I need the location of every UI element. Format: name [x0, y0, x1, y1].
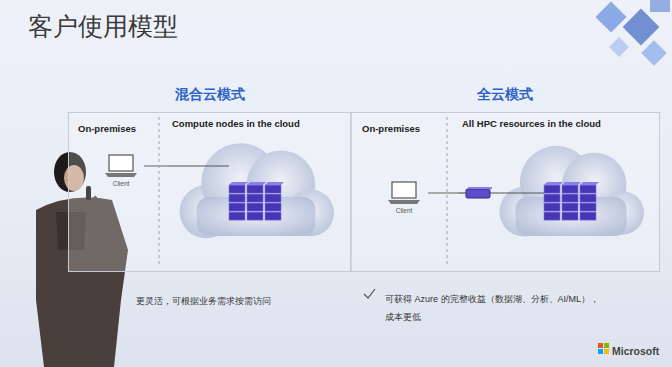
server-top — [562, 182, 581, 185]
mode-panel: 全云模式 Client All HPC resources in the cloud — [350, 82, 660, 272]
server-unit — [265, 212, 281, 220]
laptop-icon — [101, 152, 141, 180]
check-mark — [364, 289, 375, 298]
benefit-note: 更灵活，可根据业务需求按需访问 — [136, 296, 271, 306]
server-top — [265, 182, 284, 185]
label-box: On-premises — [362, 118, 420, 136]
cloud-base — [197, 197, 316, 236]
server-unit — [580, 203, 596, 211]
server-unit — [544, 203, 560, 211]
column-header: Compute nodes in the cloud — [168, 118, 342, 129]
label-box: 可获得 Azure 的完整收益（数据湖、分析、AI/ML）， 成本更低 — [385, 288, 610, 324]
device-label: Client — [396, 207, 413, 214]
server-unit — [229, 194, 245, 202]
server-unit — [562, 212, 578, 220]
wire — [458, 192, 466, 193]
mode-panel: 混合云模式 Client Compute nodes in the cloud — [68, 82, 352, 272]
device-label: Client — [113, 180, 130, 187]
corner-decoration — [595, 0, 670, 66]
client-device: Client — [380, 177, 428, 225]
server-unit — [229, 212, 245, 220]
panel-heading: 全云模式 — [350, 82, 660, 104]
server-unit — [562, 185, 578, 193]
server-unit — [247, 212, 263, 220]
cloud-shape — [499, 146, 644, 237]
logo-square — [604, 349, 609, 354]
microsoft-logo — [598, 343, 609, 354]
server-top — [544, 182, 563, 185]
head-node-device — [466, 187, 492, 198]
server-unit — [247, 203, 263, 211]
label-box: 更灵活，可根据业务需求按需访问 — [136, 290, 271, 308]
cloud-shape — [180, 143, 334, 238]
server-unit — [229, 203, 245, 211]
deco-tile — [650, 0, 670, 12]
server-top — [247, 182, 266, 185]
client-device: Client — [98, 150, 144, 196]
title-box: 客户使用模型 — [28, 10, 178, 43]
deco-tile — [641, 40, 666, 65]
server-racks — [229, 182, 284, 220]
server-racks — [544, 182, 599, 220]
deco-tile — [595, 1, 626, 32]
server-unit — [544, 194, 560, 202]
label-box: Microsoft — [612, 341, 659, 359]
cloud-illustration — [168, 136, 342, 258]
server-unit — [580, 194, 596, 202]
server-top — [229, 182, 248, 185]
deco-tile — [609, 37, 629, 57]
label-box: On-premises — [78, 118, 136, 136]
logo-square — [604, 343, 609, 348]
column-header: All HPC resources in the cloud — [458, 118, 652, 129]
laptop-icon — [384, 179, 424, 207]
cloud-base — [516, 197, 627, 236]
cloud-node: Compute nodes in the cloud — [168, 118, 342, 258]
server-unit — [265, 185, 281, 193]
server-unit — [562, 203, 578, 211]
laptop-screen — [109, 155, 133, 171]
server-top — [580, 182, 599, 185]
wire — [168, 165, 229, 166]
server-unit — [247, 185, 263, 193]
cloud-node: All HPC resources in the cloud — [458, 118, 652, 258]
server-unit — [562, 194, 578, 202]
laptop-screen — [392, 182, 416, 198]
logo-square — [598, 343, 603, 348]
server-unit — [544, 212, 560, 220]
server-unit — [229, 185, 245, 193]
server-unit — [580, 212, 596, 220]
laptop-base — [105, 173, 137, 177]
server-unit — [265, 203, 281, 211]
wire — [490, 192, 544, 193]
column-header: On-premises — [78, 123, 136, 134]
server-unit — [247, 194, 263, 202]
laptop-base — [388, 200, 420, 204]
slide-title: 客户使用模型 — [28, 12, 178, 40]
brand-name: Microsoft — [612, 345, 659, 357]
server-unit — [265, 194, 281, 202]
logo-square — [598, 349, 603, 354]
cloud-illustration — [458, 136, 652, 258]
benefit-note: 可获得 Azure 的完整收益（数据湖、分析、AI/ML）， 成本更低 — [385, 294, 599, 322]
server-unit — [544, 185, 560, 193]
panel-heading: 混合云模式 — [68, 82, 352, 104]
server-unit — [580, 185, 596, 193]
link-wire — [168, 165, 229, 166]
deco-tile — [623, 9, 660, 46]
column-header: On-premises — [362, 123, 420, 134]
